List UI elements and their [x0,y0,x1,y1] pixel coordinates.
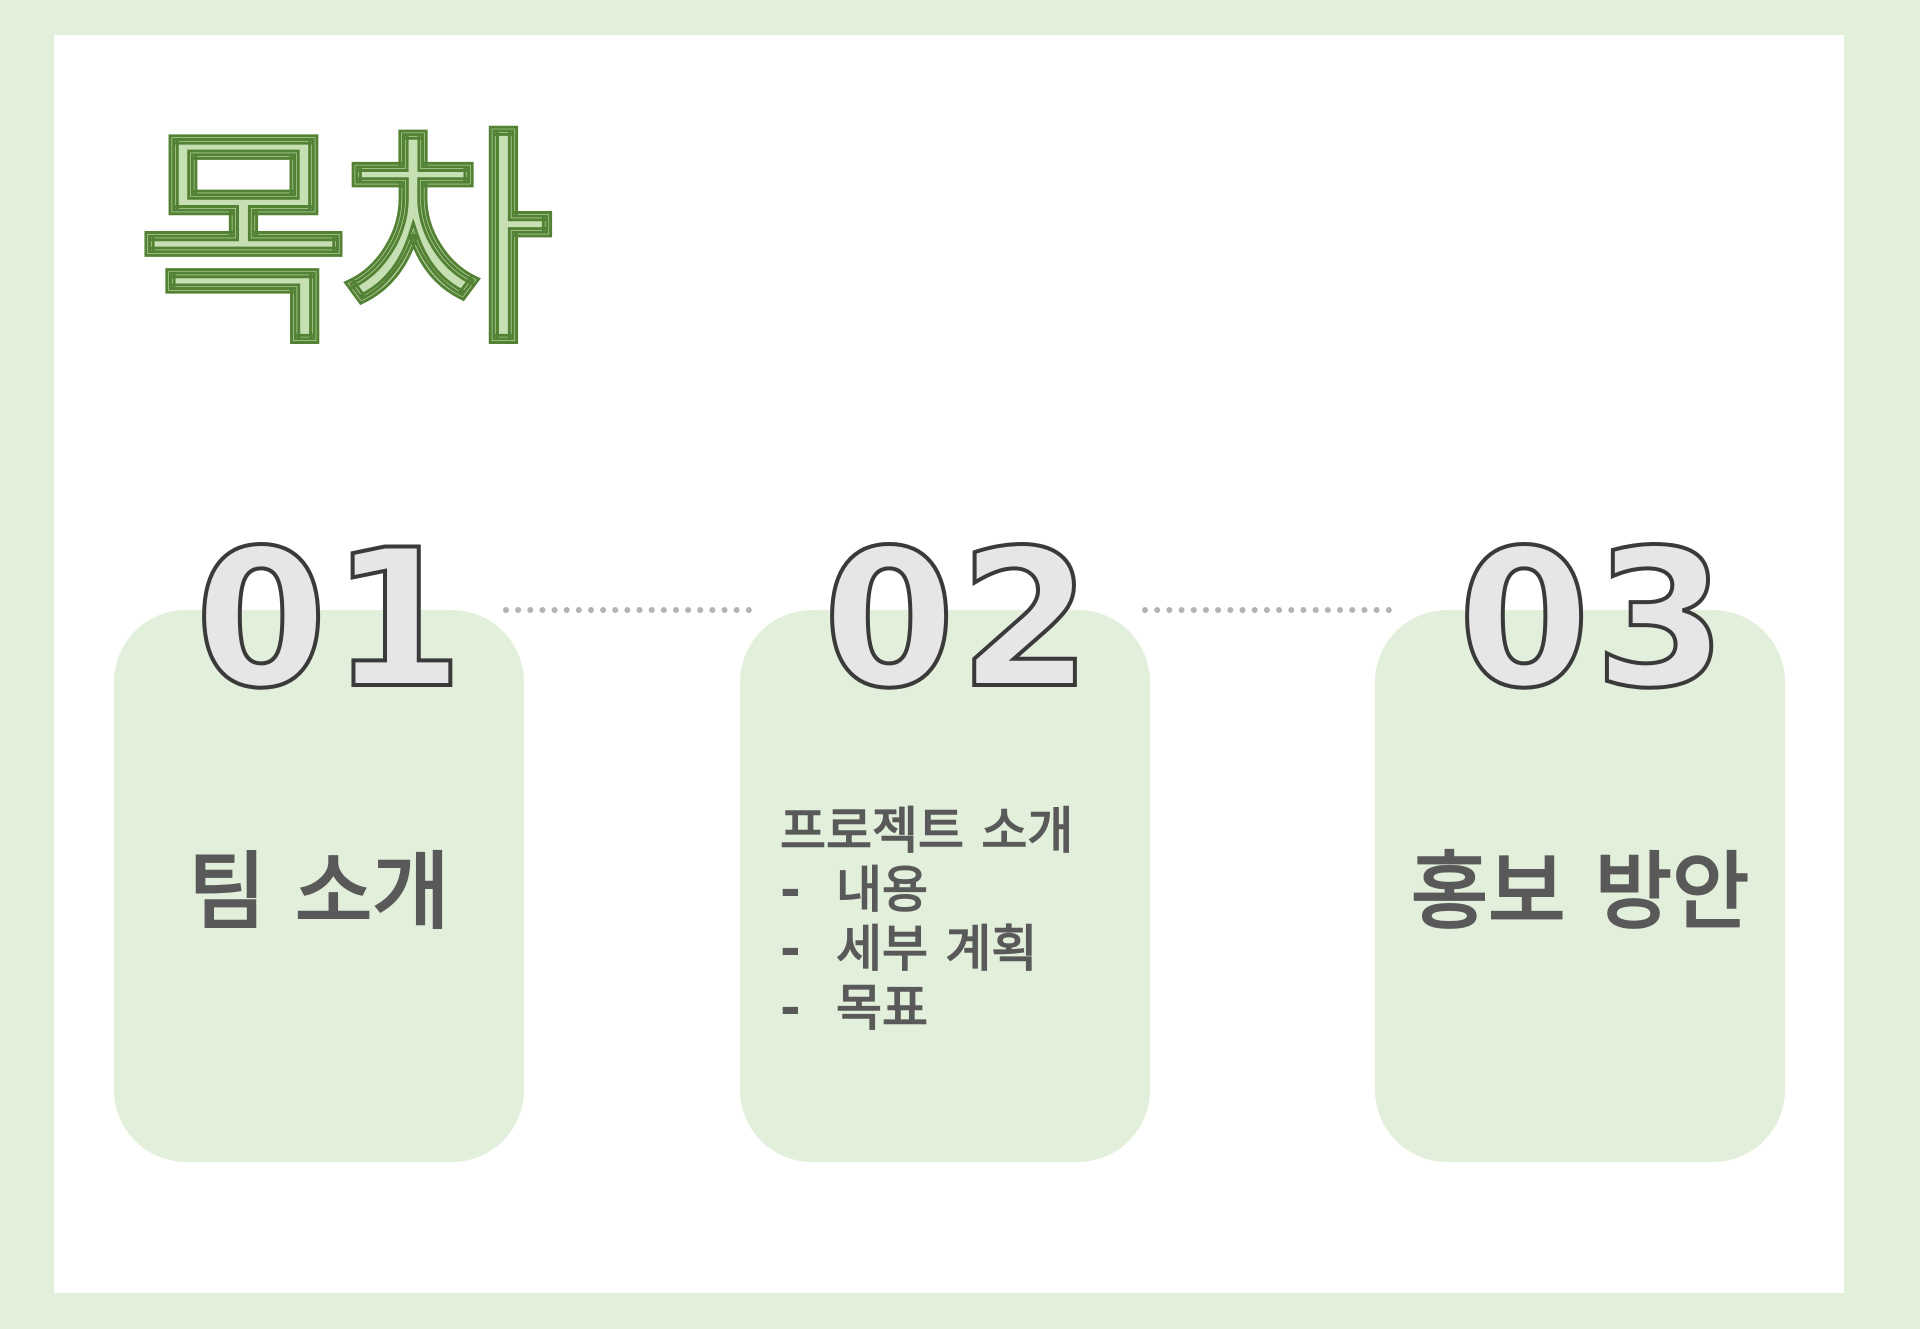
section-label: 홍보 방안 [1410,843,1750,941]
bullet-dash: - [780,861,801,919]
section-label: 프로젝트 소개 [780,802,1074,860]
section-card-team [114,610,524,1162]
list-item-text: 목표 [836,979,928,1037]
dotted-connector [1142,607,1392,613]
list-item: -목표 [780,979,1073,1038]
section-label: 팀 소개 [188,843,450,941]
dotted-connector [503,607,752,613]
list-item-text: 내용 [836,861,928,919]
section-card-promotion [1375,610,1785,1162]
section-card-project [740,610,1150,1162]
section-number: 03 [1456,509,1731,730]
page-title: 목차 [136,109,554,376]
section-number: 02 [821,509,1096,730]
section-number: 01 [193,509,468,730]
bullet-dash: - [780,920,801,978]
list-item: -세부 계획 [780,920,1073,979]
bullet-dash: - [780,979,801,1037]
list-item-text: 세부 계획 [836,920,1038,978]
list-item: -내용 [780,861,1073,920]
section-content-list: 프로젝트 소개 -내용 -세부 계획 -목표 [780,802,1073,1038]
